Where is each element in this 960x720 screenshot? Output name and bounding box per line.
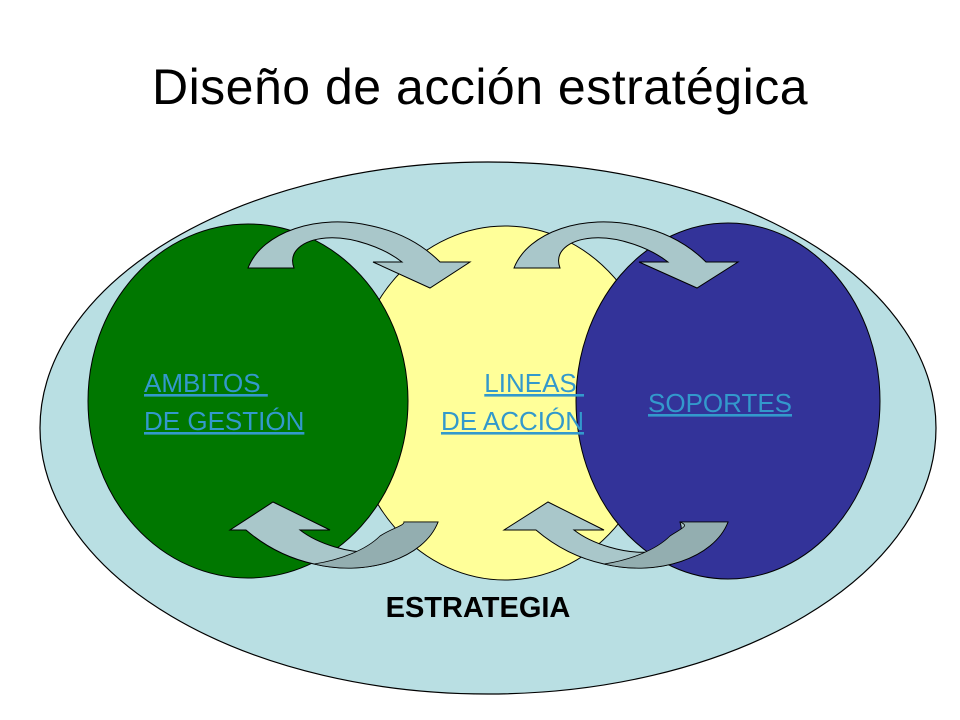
ambitos-circle [87,223,409,579]
lineas-label-line1[interactable]: LINEAS [484,368,584,398]
ambitos-label-line1[interactable]: AMBITOS [144,368,268,398]
curved-arrow-top-right [513,221,740,289]
curved-arrow-bottom-left [228,501,439,569]
page-title: Diseño de acción estratégica [151,59,809,115]
curved-arrow-top-left [247,221,472,289]
ambitos-label-line2[interactable]: DE GESTIÓN [144,406,304,436]
soportes-circle [575,222,881,580]
estrategia-label: ESTRATEGIA [386,592,571,624]
lineas-label-line2[interactable]: DE ACCIÓN [441,406,584,436]
curved-arrow-bottom-right [502,501,729,569]
soportes-label[interactable]: SOPORTES [648,388,792,418]
